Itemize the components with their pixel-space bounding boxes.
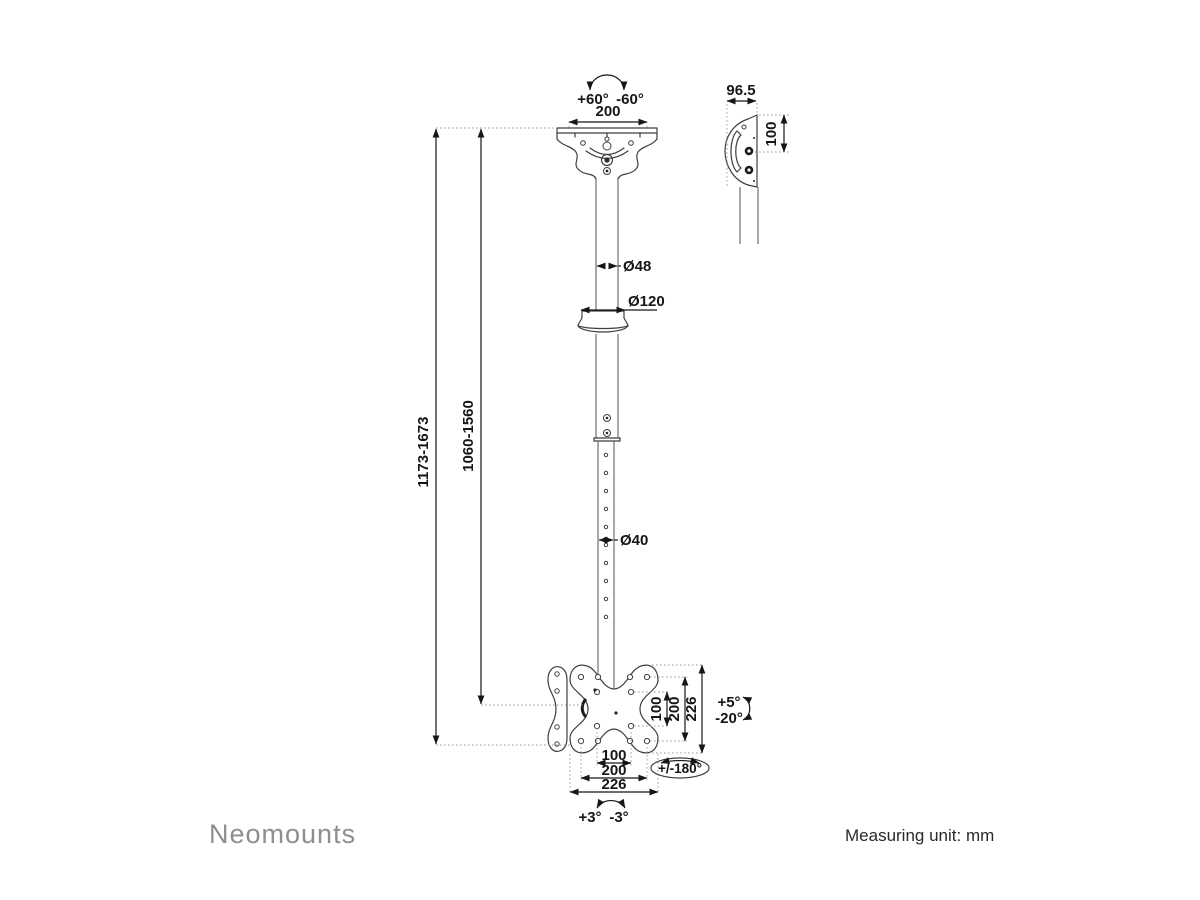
label-level-plus: +3°: [578, 809, 601, 826]
label-lower-pole-diameter: Ø40: [620, 532, 648, 549]
label-level-minus: -3°: [609, 809, 628, 826]
dim-upper-pole-diameter: Ø48: [596, 258, 651, 275]
dim-lower-pole-diameter: Ø40: [598, 532, 648, 549]
label-vesa-v-plate: 226: [683, 696, 700, 721]
plate-clamp-hook: [580, 697, 588, 719]
label-collar-diameter: Ø120: [628, 293, 665, 310]
label-vesa-v-outer: 200: [666, 696, 683, 721]
keyhole-top: [604, 136, 610, 142]
brand-logo: Neomounts: [209, 819, 356, 849]
vesa-plate-front: [569, 664, 659, 754]
side-pole: [739, 187, 759, 244]
dim-level: +3° -3°: [578, 798, 629, 826]
measuring-unit-note: Measuring unit: mm: [845, 826, 994, 845]
dim-pole-height: 1060-1560: [460, 128, 585, 706]
dim-top-rotation: +60° -60°: [577, 74, 644, 108]
dim-swivel: +/-180°: [650, 757, 710, 779]
ceiling-bracket-front: [556, 127, 658, 180]
label-side-height: 100: [763, 121, 780, 146]
tube-joint: [593, 414, 621, 442]
upper-pole: [595, 179, 619, 438]
vesa-plate-side: [547, 666, 568, 752]
label-ceiling-width: 200: [595, 103, 620, 120]
bracket-hole: [628, 140, 634, 146]
ceiling-collar: [577, 310, 629, 333]
tilt-arc-icon: [742, 696, 753, 721]
dim-vesa-horizontal: 100 200 226: [569, 728, 659, 796]
level-arc-icon: [596, 798, 626, 809]
label-vesa-v-inner: 100: [648, 696, 665, 721]
label-pole-height: 1060-1560: [460, 400, 477, 472]
label-swivel: +/-180°: [658, 761, 702, 776]
label-vesa-h-plate: 226: [601, 776, 626, 793]
label-side-depth: 96.5: [726, 82, 755, 99]
keyhole: [602, 141, 612, 151]
label-tilt-up: +5°: [717, 694, 740, 711]
label-overall-height: 1173-1673: [415, 417, 432, 488]
dim-side-height: 100: [755, 114, 790, 153]
dim-tilt: +5° -20°: [715, 694, 753, 727]
label-tilt-down: -20°: [715, 710, 743, 727]
dim-collar-diameter: Ø120: [580, 293, 665, 314]
rotation-arc-icon: [586, 74, 628, 91]
label-rotation-plus: +60°: [577, 91, 608, 108]
bracket-hole: [580, 140, 586, 146]
ceiling-bracket-side: [724, 114, 759, 244]
label-upper-pole-diameter: Ø48: [623, 258, 651, 275]
label-vesa-h-inner: 100: [601, 747, 626, 764]
pivot-bolt: [600, 153, 614, 167]
dim-vesa-vertical: 100 200 226: [634, 664, 706, 754]
side-slot: [730, 130, 742, 173]
dim-overall-height: 1173-1673: [415, 127, 571, 746]
label-vesa-h-outer: 200: [601, 762, 626, 779]
dim-side-depth: 96.5: [726, 82, 758, 186]
lower-pole: [597, 441, 615, 688]
swivel-arrow-icon: [660, 757, 700, 764]
label-rotation-minus: -60°: [616, 91, 644, 108]
dim-ceiling-width: 200: [568, 103, 648, 130]
